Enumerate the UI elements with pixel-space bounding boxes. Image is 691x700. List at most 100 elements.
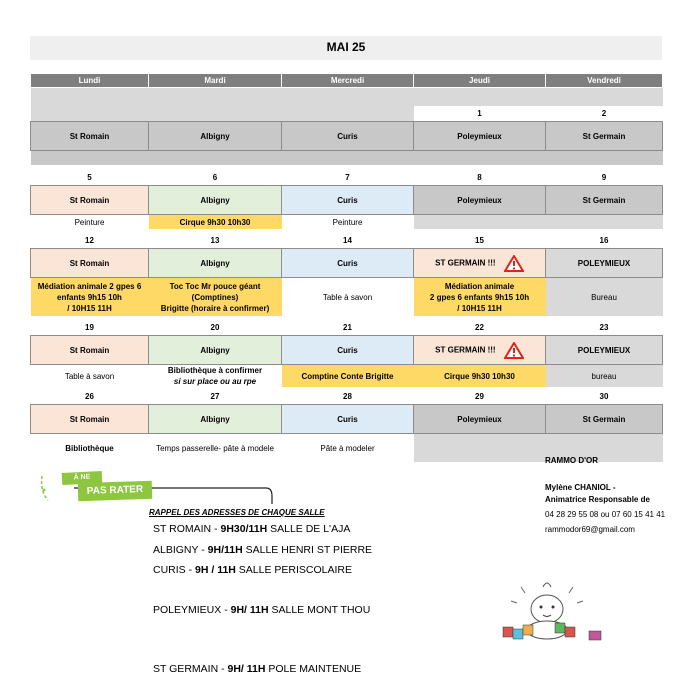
city-row: St Romain Albigny Curis Poleymieux St Ge… [30, 404, 663, 434]
day-number: 8 [477, 173, 482, 182]
address-place: SALLE MONT THOU [271, 604, 371, 616]
contact-phones: 04 28 29 55 08 ou 07 60 15 41 41 [545, 510, 666, 519]
activity-line: Brigitte (horaire à confirmer) [160, 303, 270, 313]
activity-line: Médiation animale 2 gpes 6 [37, 281, 142, 291]
city-row: St Romain Albigny Curis ST GERMAIN !!! P… [30, 335, 663, 365]
city-cell: Poleymieux [413, 185, 546, 215]
city-label: ST GERMAIN !!! [435, 345, 496, 355]
city-cell: Poleymieux [413, 121, 546, 151]
city-cell: St Romain [30, 404, 149, 434]
city-cell: St Germain [545, 121, 663, 151]
activity-line: bureau [591, 371, 617, 381]
warning-icon [503, 254, 524, 272]
activity-cell: Comptine Conte Brigitte [281, 364, 414, 387]
city-cell: Curis [281, 185, 414, 215]
activity-cell: Bibliothèque [65, 443, 114, 453]
spacer-row [30, 87, 663, 106]
day-number: 1 [477, 109, 482, 118]
city-cell: St Germain [545, 185, 663, 215]
city-cell: POLEYMIEUX [545, 335, 663, 365]
city-cell: St Romain [30, 185, 149, 215]
day-number: 27 [210, 392, 220, 401]
address-place: SALLE PERISCOLAIRE [238, 564, 353, 576]
day-number-row: 26 27 28 29 30 [31, 389, 663, 405]
city-label: ST GERMAIN !!! [435, 258, 496, 268]
activity-line: Table à savon [322, 292, 373, 302]
city-cell: Albigny [148, 335, 282, 365]
address-hours: 9H/ 11H [227, 663, 266, 675]
city-cell: St Romain [30, 248, 149, 278]
activity-cell: Toc Toc Mr pouce géant (Comptines) Brigi… [148, 277, 282, 316]
rappel-heading: RAPPEL DES ADRESSES DE CHAQUE SALLE [149, 508, 325, 517]
address-albigny: ALBIGNY - 9H/11H SALLE HENRI ST PIERRE [153, 544, 372, 556]
day-number: 23 [599, 323, 609, 332]
city-cell: Curis [281, 121, 414, 151]
address-place: POLE MAINTENUE [268, 663, 362, 675]
activity-line: Comptine Conte Brigitte [301, 371, 394, 381]
activity-cell [281, 150, 414, 165]
activity-row: Bibliothèque Temps passerelle- pâte à mo… [31, 433, 663, 462]
city-cell: Curis [281, 248, 414, 278]
contact-email[interactable]: rammodor69@gmail.com [545, 525, 635, 534]
activity-cell [148, 150, 282, 165]
activity-cell: Bureau [545, 277, 663, 316]
activity-line: 2 gpes 6 enfants 9h15 10h [429, 292, 530, 302]
activity-line: Bureau [591, 292, 617, 302]
activity-line: Bibliothèque à confirmer [167, 366, 263, 375]
weekday-header-row: Lundi Mardi Mercredi Jeudi Vendredi [30, 73, 663, 88]
city-cell: Albigny [148, 121, 282, 151]
activity-line: Cirque 9h30 10h30 [444, 371, 515, 381]
address-curis: CURIS - 9H / 11H SALLE PERISCOLAIRE [153, 564, 352, 576]
activity-line: (Comptines) [191, 292, 239, 302]
ne-pas-rater-banner: À NE PAS RATER [34, 470, 274, 506]
day-number: 2 [601, 109, 607, 118]
activity-cell [413, 214, 546, 229]
city-cell: Albigny [148, 404, 282, 434]
address-city: ST GERMAIN - [153, 663, 225, 675]
activity-line: / 10H15 11H [67, 303, 112, 313]
address-hours: 9H/ 11H [230, 604, 269, 616]
activity-cell [413, 433, 546, 462]
day-number: 22 [475, 323, 484, 332]
day-number-row: 5 6 7 8 9 [31, 170, 663, 186]
day-number-row: 12 13 14 15 16 [31, 233, 663, 249]
activity-cell: Médiation animale 2 gpes 6 enfants 9h15 … [30, 277, 149, 316]
city-cell: Albigny [148, 248, 282, 278]
address-city: ALBIGNY - [153, 544, 205, 556]
day-number-row: 19 20 21 22 23 [31, 320, 663, 336]
address-city: POLEYMIEUX - [153, 604, 228, 616]
weekday-header: Jeudi [413, 73, 546, 88]
org-name: RAMMO D'OR [545, 456, 599, 465]
city-row: St Romain Albigny Curis ST GERMAIN !!! P… [30, 248, 663, 278]
day-number: 7 [345, 173, 350, 182]
day-number-row: 1 2 [30, 106, 663, 122]
city-cell: Poleymieux [413, 404, 546, 434]
weekday-header: Lundi [30, 73, 149, 88]
city-cell: Curis [281, 404, 414, 434]
weekday-header: Mercredi [281, 73, 414, 88]
day-number [148, 106, 282, 122]
banner-frame-icon [40, 475, 273, 504]
activity-cell [545, 150, 663, 165]
day-number: 28 [343, 392, 352, 401]
warning-icon [503, 341, 524, 359]
day-number: 30 [599, 392, 609, 401]
day-number: 13 [210, 236, 220, 245]
city-cell: POLEYMIEUX [545, 248, 663, 278]
contact-role: Animatrice Responsable de [545, 495, 650, 504]
activity-cell: Table à savon [31, 365, 149, 388]
activity-cell [545, 214, 663, 229]
activity-line: si sur place ou au rpe [173, 377, 257, 386]
day-number [30, 106, 149, 122]
activity-row [30, 150, 663, 165]
banner-tag-bottom: PAS RATER [77, 480, 153, 502]
day-number: 16 [599, 236, 609, 245]
activity-cell: Temps passerelle- pâte à modele [156, 443, 274, 453]
activity-cell [545, 433, 663, 462]
activity-cell: Pâte à modeler [320, 443, 375, 453]
address-city: CURIS - [153, 564, 193, 576]
city-cell-alert: ST GERMAIN !!! [413, 248, 546, 278]
activity-cell: Peinture [332, 217, 363, 227]
activity-cell: Peinture [74, 217, 105, 227]
day-number: 26 [85, 392, 94, 401]
